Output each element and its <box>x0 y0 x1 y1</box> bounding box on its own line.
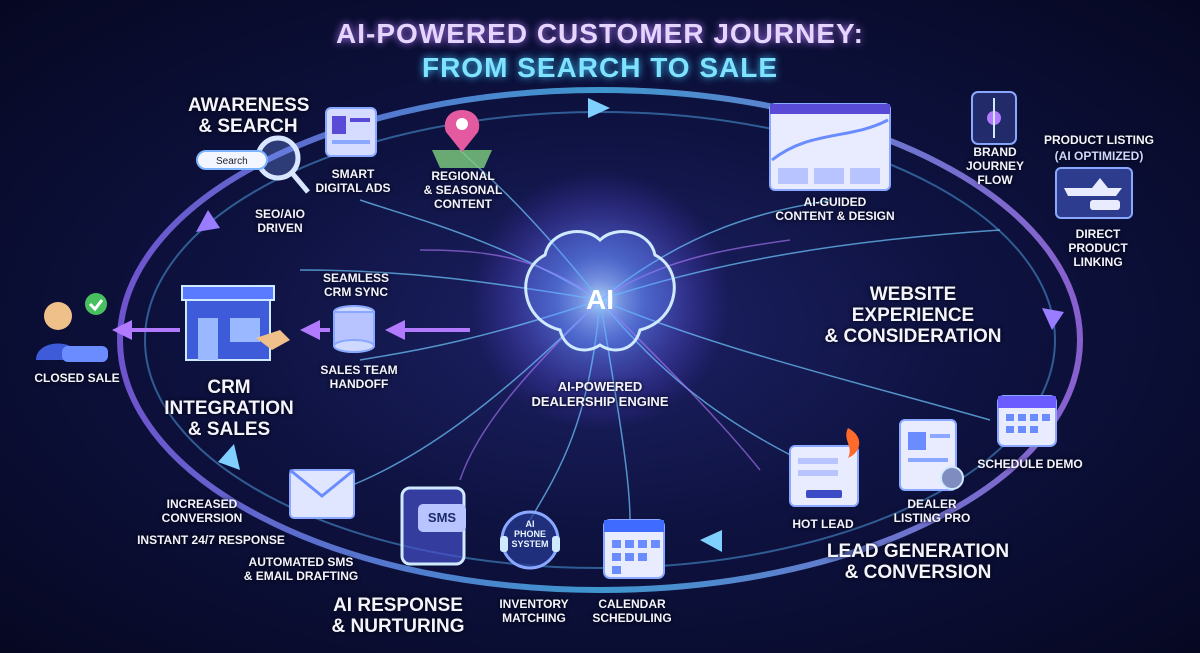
database-icon <box>333 305 375 353</box>
label-seo-aio: SEO/AIO DRIVEN <box>254 207 305 235</box>
homepage-browser-icon <box>769 103 891 191</box>
label-ai-optimized: (AI OPTIMIZED) <box>1054 149 1144 163</box>
search-box: Search <box>196 150 268 170</box>
social-ad-icon <box>325 107 377 157</box>
label-closed-sale: CLOSED SALE <box>34 371 120 385</box>
stage-lead-generation: LEAD GENERATION & CONVERSION <box>826 541 1010 583</box>
arrow-right <box>1042 308 1064 330</box>
product-listing-icon <box>1055 167 1133 219</box>
label-brand-flow: BRAND JOURNEY FLOW <box>965 145 1024 187</box>
journey-loop <box>117 87 1083 593</box>
sms-icon-text: SMS <box>427 510 457 525</box>
label-calendar-scheduling: CALENDAR SCHEDULING <box>592 597 672 625</box>
label-schedule-demo: SCHEDULE DEMO <box>977 457 1083 471</box>
label-hot-lead: HOT LEAD <box>792 517 854 531</box>
ai-core-label: AI <box>586 284 614 315</box>
stage-ai-response: AI RESPONSE & NURTURING <box>331 595 465 637</box>
label-ai-guided: AI-GUIDED CONTENT & DESIGN <box>775 195 895 223</box>
calendar-scheduling-icon <box>603 519 665 579</box>
stage-crm: CRM INTEGRATION & SALES <box>164 377 294 440</box>
schedule-demo-calendar-icon <box>997 395 1057 447</box>
stage-website: WEBSITE EXPERIENCE & CONSIDERATION <box>824 284 1002 347</box>
label-direct-linking: DIRECT PRODUCT LINKING <box>1068 227 1128 269</box>
dealership-building-icon <box>181 285 290 361</box>
arrow-to-datastore <box>385 320 405 340</box>
hot-lead-form-icon <box>789 428 860 507</box>
phone-icon-text: AI PHONE SYSTEM <box>511 519 549 549</box>
engine-label: AI-POWERED DEALERSHIP ENGINE <box>531 379 669 409</box>
label-smart-ads: SMART DIGITAL ADS <box>315 167 391 195</box>
title-line-2: FROM SEARCH TO SALE <box>421 52 779 83</box>
label-automated-sms: AUTOMATED SMS & EMAIL DRAFTING <box>243 555 359 583</box>
arrow-bottom-right <box>700 530 722 552</box>
dealer-listing-icon <box>899 419 964 491</box>
sms-phone-icon <box>400 486 466 566</box>
headset-icon <box>500 510 560 570</box>
title-line-1: AI-POWERED CUSTOMER JOURNEY: <box>336 18 864 49</box>
arrow-to-crm <box>300 320 320 340</box>
label-crm-sync: SEAMLESS CRM SYNC <box>322 271 389 299</box>
arrow-bottom-left <box>218 444 240 470</box>
label-regional-content: REGIONAL & SEASONAL CONTENT <box>423 169 503 211</box>
label-dealer-listing: DEALER LISTING PRO <box>893 497 971 525</box>
label-instant-response: INSTANT 24/7 RESPONSE <box>137 533 285 547</box>
label-inventory-matching: INVENTORY MATCHING <box>499 597 569 625</box>
journey-flow-icon <box>971 91 1017 145</box>
email-envelope-icon <box>289 468 355 519</box>
magnifier-icon <box>255 135 310 194</box>
label-increased-conversion: INCREASED CONVERSION <box>161 497 243 525</box>
salesperson-icon <box>36 293 108 362</box>
stage-awareness: AWARENESS & SEARCH <box>188 95 310 137</box>
arrow-left <box>196 210 220 232</box>
label-sales-handoff: SALES TEAM HANDOFF <box>320 363 398 391</box>
map-pin-icon <box>432 110 492 168</box>
arrow-to-closed-sale <box>112 320 132 340</box>
label-product-listing: PRODUCT LISTING <box>1044 133 1154 147</box>
arrow-top <box>588 98 610 118</box>
ai-brain-icon <box>524 230 676 352</box>
